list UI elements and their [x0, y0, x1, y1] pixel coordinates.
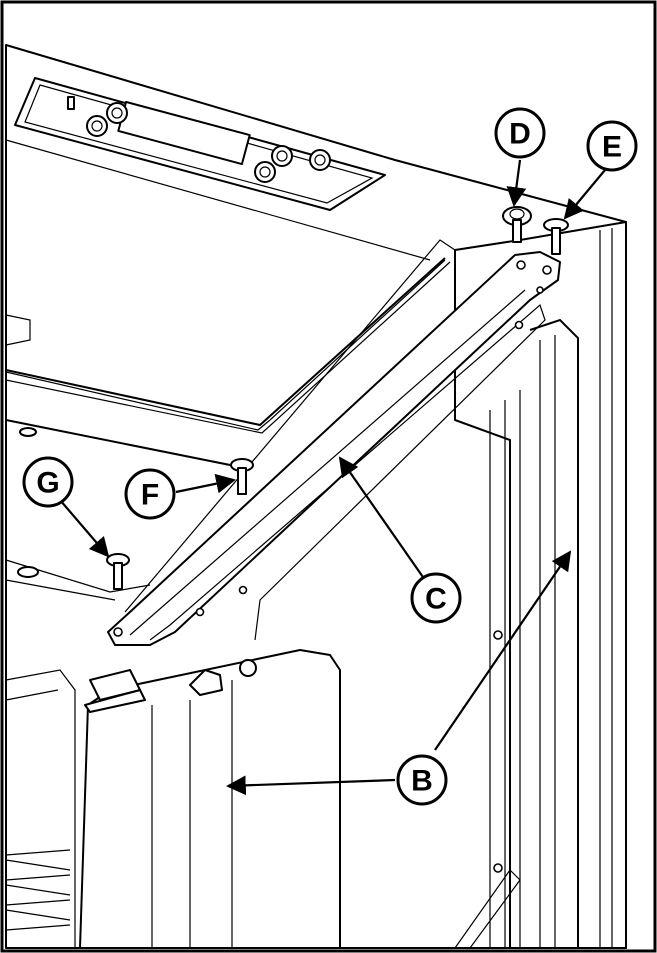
surface-screws	[17, 427, 39, 578]
callout-b: B	[396, 754, 448, 806]
screw-e	[543, 218, 569, 255]
leader-lines	[59, 159, 606, 796]
callout-d-label: D	[509, 118, 531, 151]
front-panel-b	[5, 649, 341, 949]
callout-d: D	[494, 107, 546, 159]
callout-e: E	[586, 120, 638, 172]
screw-d	[502, 206, 532, 243]
callout-c: C	[410, 572, 462, 624]
callout-e-label: E	[602, 131, 622, 164]
bracket-c	[107, 239, 561, 646]
callout-g: G	[22, 456, 74, 508]
callout-g-label: G	[36, 467, 59, 500]
right-side-panel	[454, 221, 627, 949]
callout-f: F	[124, 468, 176, 520]
callout-f-label: F	[141, 479, 159, 512]
screw-f	[230, 458, 254, 495]
callout-c-label: C	[425, 583, 447, 616]
screw-g	[106, 553, 130, 590]
callout-b-label: B	[411, 765, 433, 798]
control-panel	[14, 77, 386, 211]
